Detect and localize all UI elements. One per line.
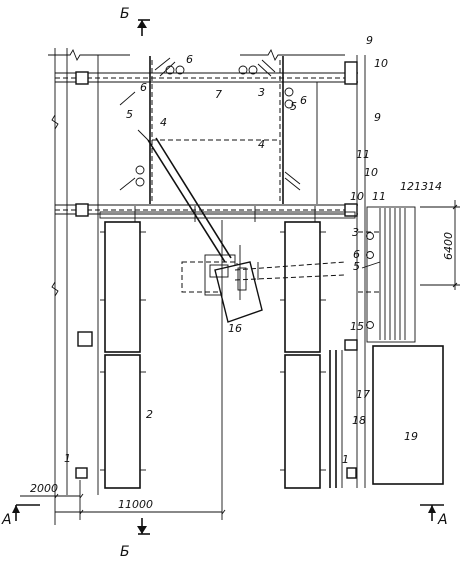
section-label-a-right: А	[437, 512, 448, 528]
callout-15: 15	[350, 320, 364, 333]
dashed-link	[234, 261, 346, 281]
section-markers	[12, 19, 444, 535]
callout-2: 2	[146, 408, 153, 421]
dim-11000: 11000	[118, 498, 153, 511]
callout-11a: 11	[356, 148, 370, 161]
callout-12: 12	[400, 180, 414, 193]
callout-1b: 1	[342, 453, 349, 466]
callout-9a: 9	[366, 34, 373, 47]
bin-19	[372, 345, 444, 485]
callout-16: 16	[228, 322, 242, 335]
callout-13: 13	[414, 180, 428, 193]
dim-2000: 2000	[30, 482, 58, 495]
callout-4b: 4	[258, 138, 265, 151]
callout-17: 17	[356, 388, 370, 401]
callout-6a: 6	[140, 81, 147, 94]
upper-bay	[119, 56, 318, 204]
callout-6c: 6	[300, 94, 307, 107]
callout-6b: 6	[186, 53, 193, 66]
callout-11b: 11	[372, 190, 386, 203]
section-label-a-left: А	[1, 512, 12, 528]
inclined-boom	[137, 129, 232, 263]
callout-5c: 5	[353, 260, 360, 273]
column-blocks	[75, 61, 358, 479]
vertical-conveyor	[329, 350, 343, 488]
storage-stacks-left	[100, 221, 146, 489]
callout-6d: 6	[353, 248, 360, 261]
dim-6400: 6400	[442, 232, 455, 260]
section-label-b-bottom: Б	[120, 544, 130, 560]
dimension-lines	[20, 200, 460, 525]
callout-9b: 9	[374, 111, 381, 124]
callout-1a: 1	[64, 452, 71, 465]
callout-7: 7	[215, 88, 222, 101]
callout-10a: 10	[374, 57, 388, 70]
callout-3a: 3	[258, 86, 265, 99]
building-frame	[48, 48, 366, 495]
callout-5b: 5	[290, 100, 297, 113]
callout-5a: 5	[126, 108, 133, 121]
callout-3b: 3	[352, 226, 359, 239]
callout-19: 19	[404, 430, 418, 443]
callout-4a: 4	[160, 116, 167, 129]
section-label-b-top: Б	[120, 6, 130, 22]
callout-14: 14	[428, 180, 442, 193]
callout-10c: 10	[350, 190, 364, 203]
annex-equipment	[358, 206, 416, 343]
callout-10b: 10	[364, 166, 378, 179]
storage-stacks-right	[280, 221, 326, 489]
machine-16	[181, 245, 263, 323]
callout-18: 18	[352, 414, 366, 427]
